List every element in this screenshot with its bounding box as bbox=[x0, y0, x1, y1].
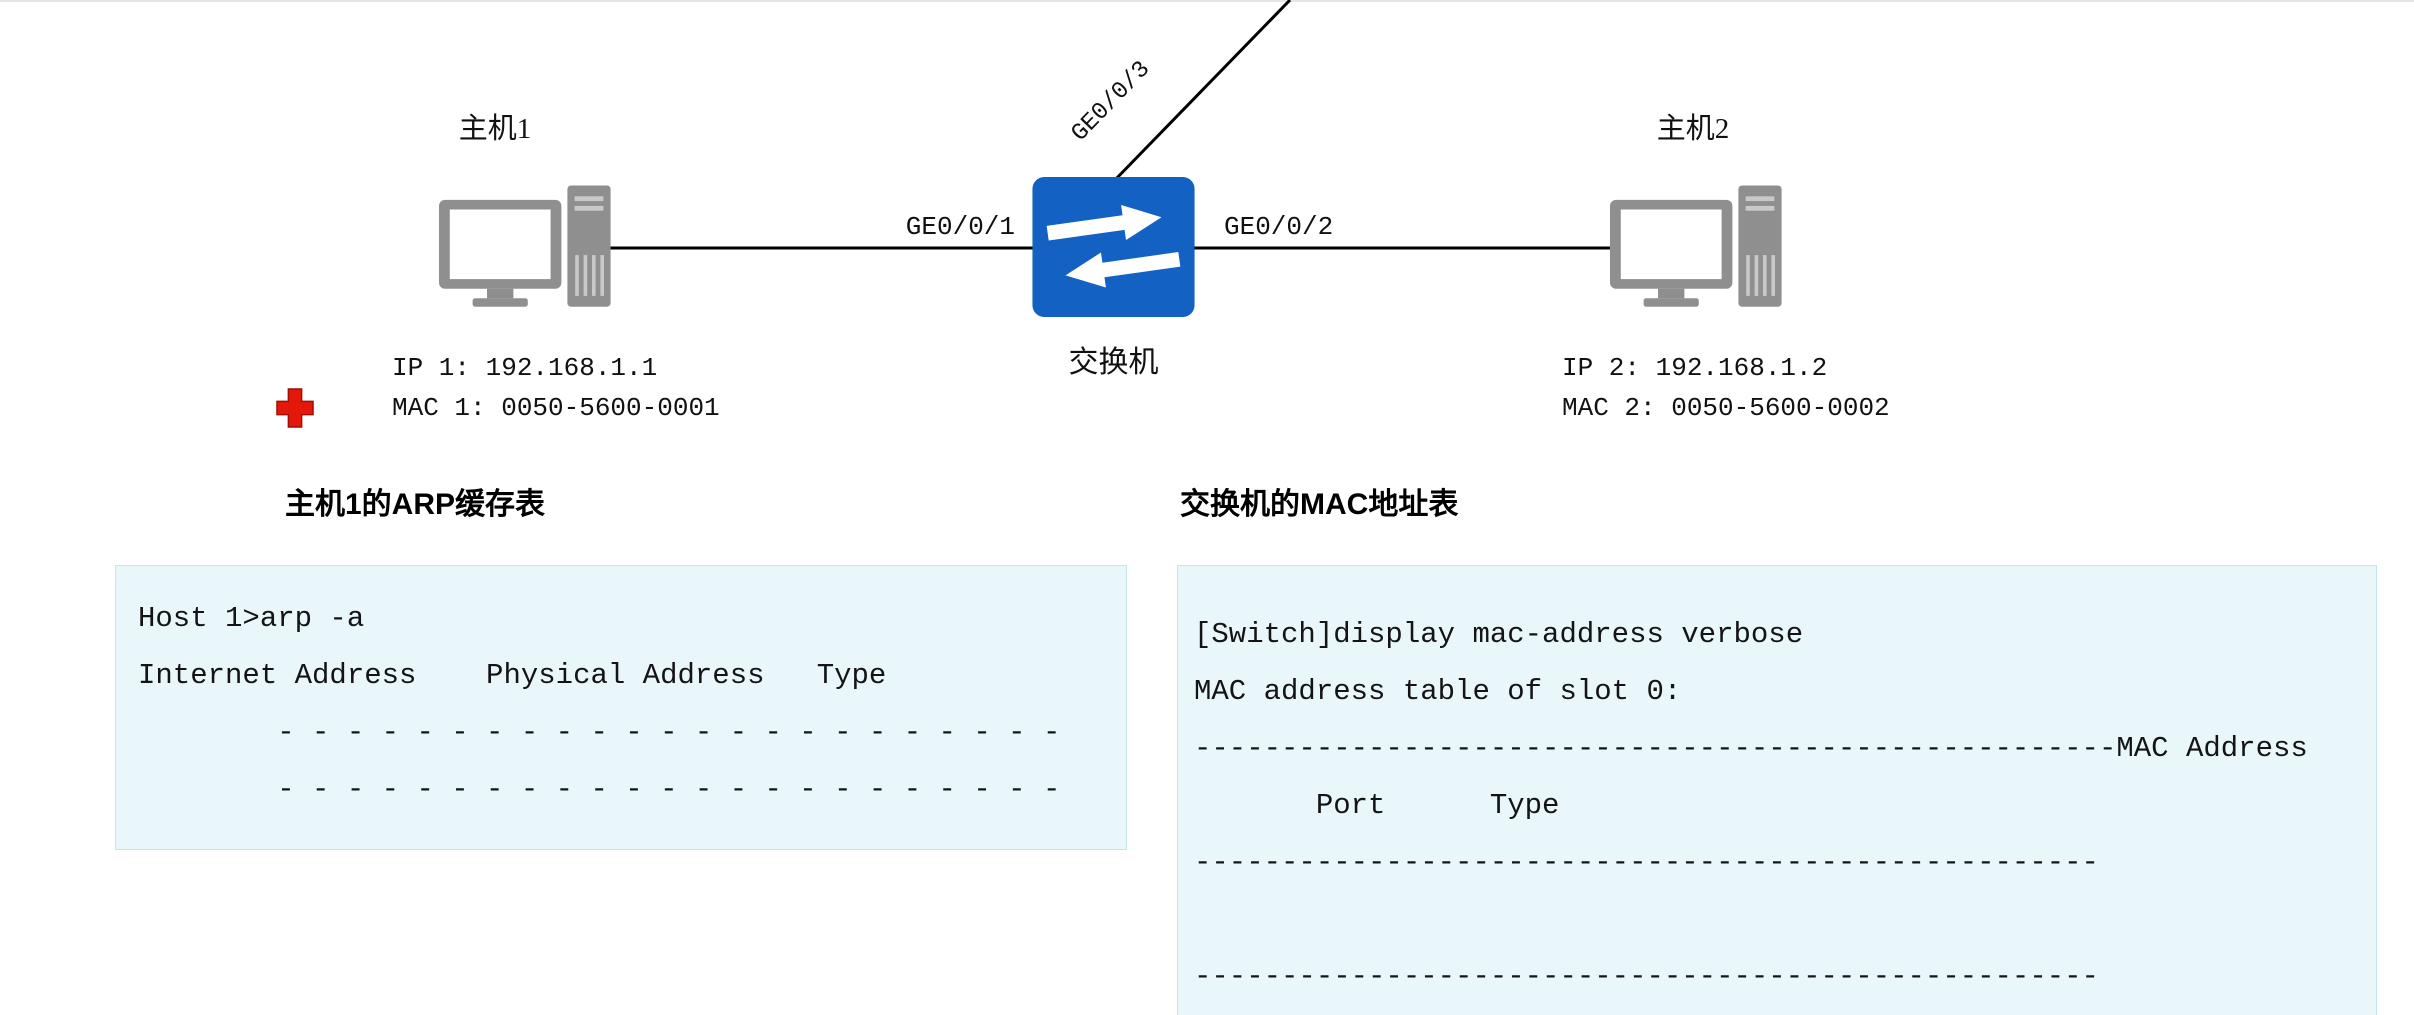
host1-mac: MAC 1: 0050-5600-0001 bbox=[392, 393, 720, 423]
console-line: Port Type bbox=[1194, 789, 1560, 822]
host1-label: 主机1 bbox=[458, 113, 532, 145]
host2-ip: IP 2: 192.168.1.2 bbox=[1562, 353, 1828, 383]
console-line: MAC address table of slot 0: bbox=[1194, 675, 1682, 708]
console-line: ----------------------------------------… bbox=[1194, 960, 2099, 993]
host1-computer-icon bbox=[439, 182, 619, 315]
console-line: - - - - - - - - - - - - - - - - - - - - … bbox=[138, 773, 1061, 806]
red-cross-icon bbox=[276, 386, 314, 430]
port-label-ge0-0-3: GE0/0/3 bbox=[1066, 56, 1157, 148]
host2-address-block: IP 2: 192.168.1.2 MAC 2: 0050-5600-0002 bbox=[1562, 348, 1890, 428]
console-line bbox=[1194, 891, 2360, 948]
console-line: ----------------------------------------… bbox=[1194, 732, 2308, 765]
host2-computer-icon bbox=[1610, 182, 1790, 315]
arp-panel-title: 主机1的ARP缓存表 bbox=[285, 488, 546, 521]
host1-address-block: IP 1: 192.168.1.1 MAC 1: 0050-5600-0001 bbox=[392, 348, 720, 428]
mac-panel-title: 交换机的MAC地址表 bbox=[1180, 488, 1459, 521]
console-line: [Switch]display mac-address verbose bbox=[1194, 618, 1804, 651]
console-line: Host 1>arp -a bbox=[138, 602, 365, 635]
port-label-ge0-0-1: GE0/0/1 bbox=[905, 212, 1015, 242]
host2-mac: MAC 2: 0050-5600-0002 bbox=[1562, 393, 1890, 423]
switch-icon bbox=[1032, 177, 1195, 317]
host1-ip: IP 1: 192.168.1.1 bbox=[392, 353, 658, 383]
mac-panel: [Switch]display mac-address verbose MAC … bbox=[1177, 565, 2377, 1015]
switch-label: 交换机 bbox=[1068, 346, 1159, 379]
host2-label: 主机2 bbox=[1656, 113, 1730, 145]
console-line: - - - - - - - - - - - - - - - - - - - - … bbox=[138, 716, 1061, 749]
top-divider bbox=[0, 0, 2414, 2]
port-label-ge0-0-2: GE0/0/2 bbox=[1224, 212, 1334, 242]
console-line: ----------------------------------------… bbox=[1194, 846, 2099, 879]
topology-links bbox=[610, 0, 1613, 250]
arp-panel: Host 1>arp -a Internet Address Physical … bbox=[115, 565, 1127, 850]
console-line: Internet Address Physical Address Type bbox=[138, 659, 887, 692]
